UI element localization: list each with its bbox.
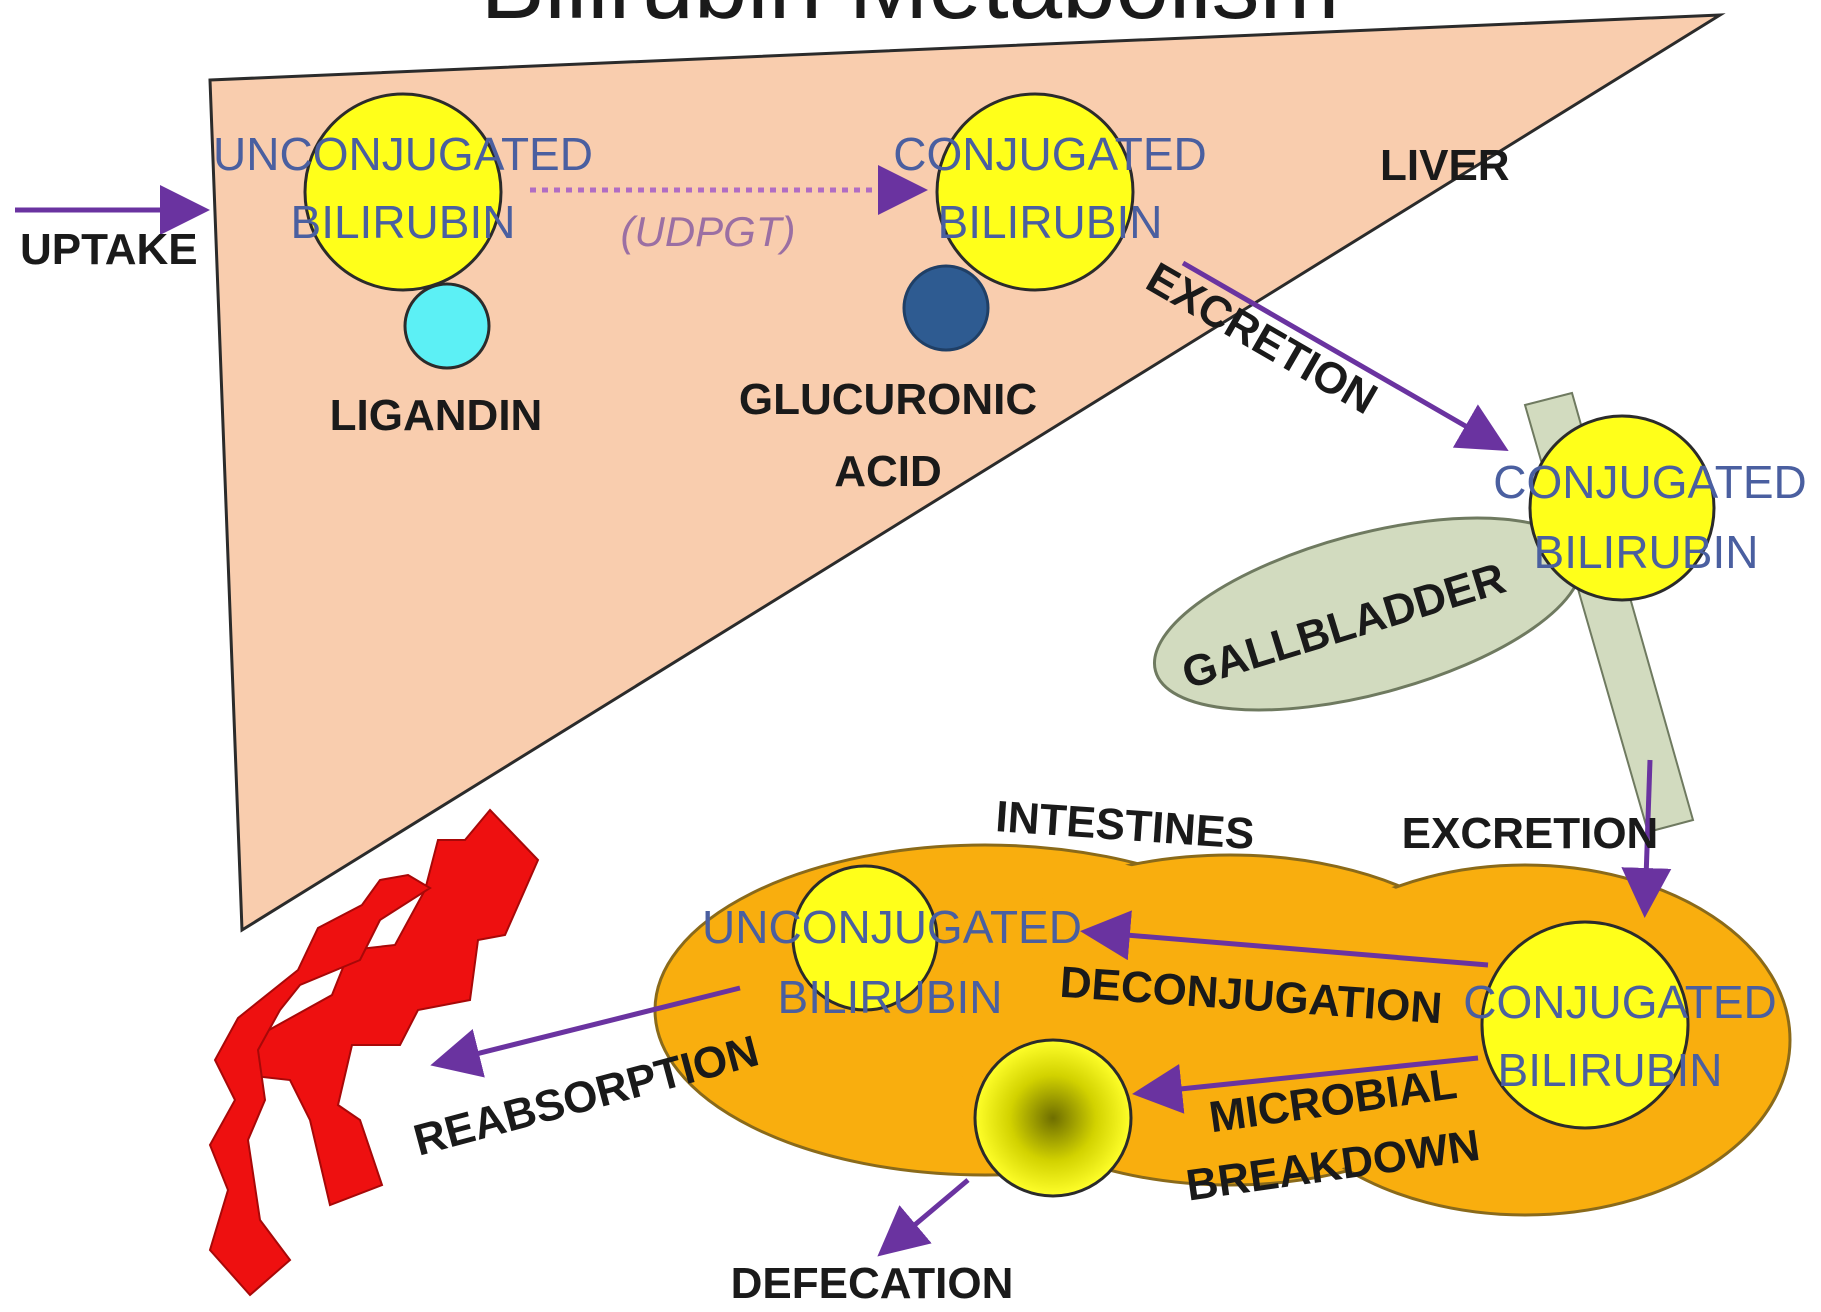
intestine-conjugated-circle <box>1480 920 1690 1130</box>
intestine-excretion-arrow <box>1621 759 1672 918</box>
intestine-unconjugated-label-2: BILIRUBIN <box>778 971 1003 1023</box>
intestine-conjugated-label-1: CONJUGATED <box>1463 976 1777 1028</box>
microbial-breakdown-arrow <box>1132 1055 1479 1114</box>
diagram-title: Bilirubin Metabolism <box>481 0 1340 39</box>
gallbladder-conjugated-label-2: BILIRUBIN <box>1534 526 1759 578</box>
liver-unconjugated-label-2: BILIRUBIN <box>291 196 516 248</box>
glucuronic-acid-label-1: GLUCURONIC <box>739 375 1037 424</box>
bloodstream-shape <box>243 808 540 1207</box>
liver-shape <box>208 13 1726 933</box>
reabsorption-arrow <box>430 985 741 1078</box>
liver-excretion-arrow <box>1181 260 1509 451</box>
intestine-unconjugated-label-1: UNCONJUGATED <box>702 901 1082 953</box>
gallbladder-conjugated-circle <box>1528 414 1716 602</box>
stool-pigment-circle <box>973 1038 1133 1198</box>
intestine-excretion-label: EXCRETION <box>1402 809 1659 858</box>
liver-unconjugated-circle <box>303 92 503 292</box>
glucuronic-acid-label-2: ACID <box>834 447 942 496</box>
intestine-unconjugated-circle <box>791 864 939 1012</box>
liver-conjugated-label-2: BILIRUBIN <box>938 196 1163 248</box>
ligandin-label: LIGANDIN <box>330 391 543 440</box>
defecation-label: DEFECATION <box>731 1259 1014 1308</box>
udpgt-label: (UDPGT) <box>621 208 796 255</box>
glucuronic-acid-molecule <box>902 264 990 352</box>
deconjugation-arrow <box>1080 910 1489 968</box>
liver-unconjugated-label-1: UNCONJUGATED <box>213 128 593 180</box>
ligandin-molecule <box>403 282 491 370</box>
defecation-arrow <box>877 1178 970 1257</box>
liver-label: LIVER <box>1380 141 1510 190</box>
liver-conjugated-label-1: CONJUGATED <box>893 128 1207 180</box>
gallbladder-conjugated-label-1: CONJUGATED <box>1493 456 1807 508</box>
liver-conjugated-circle <box>935 92 1135 292</box>
uptake-label: UPTAKE <box>20 225 198 274</box>
intestine-conjugated-label-2: BILIRUBIN <box>1498 1044 1723 1096</box>
